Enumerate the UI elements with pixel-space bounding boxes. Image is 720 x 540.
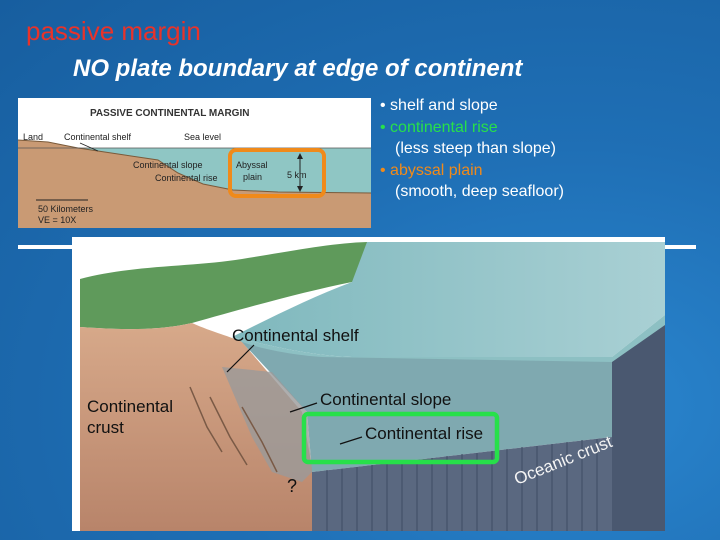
unknown-boundary-label: ? [287, 476, 297, 496]
slide-subtitle: NO plate boundary at edge of continent [73, 55, 522, 83]
cross-section-heading: PASSIVE CONTINENTAL MARGIN [90, 108, 249, 119]
land-label: Land [23, 132, 43, 142]
passive-margin-cross-section: PASSIVE CONTINENTAL MARGIN Land Continen… [18, 98, 371, 228]
bullet-abyssal-plain: • abyssal plain [380, 160, 564, 182]
rise-label: Continental rise [155, 173, 218, 183]
rise-label-big: Continental rise [365, 424, 483, 443]
abyssal-label-2: plain [243, 172, 262, 182]
bullet-rise-note: (less steep than slope) [380, 138, 564, 160]
cross-section-svg: PASSIVE CONTINENTAL MARGIN Land Continen… [18, 98, 371, 228]
crust-label-2: crust [87, 418, 124, 437]
depth-label: 5 km [287, 170, 307, 180]
bullet-abyssal-note: (smooth, deep seafloor) [380, 181, 564, 203]
crust-label-1: Continental [87, 397, 173, 416]
bullet-continental-rise: • continental rise [380, 117, 564, 139]
margin-block-diagram: Continental shelf Continental slope Cont… [72, 237, 665, 531]
slope-label: Continental slope [133, 160, 203, 170]
slope-label-big: Continental slope [320, 390, 451, 409]
vertical-exaggeration-label: VE = 10X [38, 215, 76, 225]
block-diagram-svg: Continental shelf Continental slope Cont… [72, 237, 665, 531]
bullet-shelf-slope: • shelf and slope [380, 95, 564, 117]
shelf-label-big: Continental shelf [232, 326, 359, 345]
abyssal-label-1: Abyssal [236, 160, 268, 170]
scale-label: 50 Kilometers [38, 204, 94, 214]
slide-title: passive margin [26, 16, 201, 47]
bullet-list: • shelf and slope • continental rise (le… [380, 95, 564, 203]
shelf-label: Continental shelf [64, 132, 132, 142]
sea-level-label: Sea level [184, 132, 221, 142]
